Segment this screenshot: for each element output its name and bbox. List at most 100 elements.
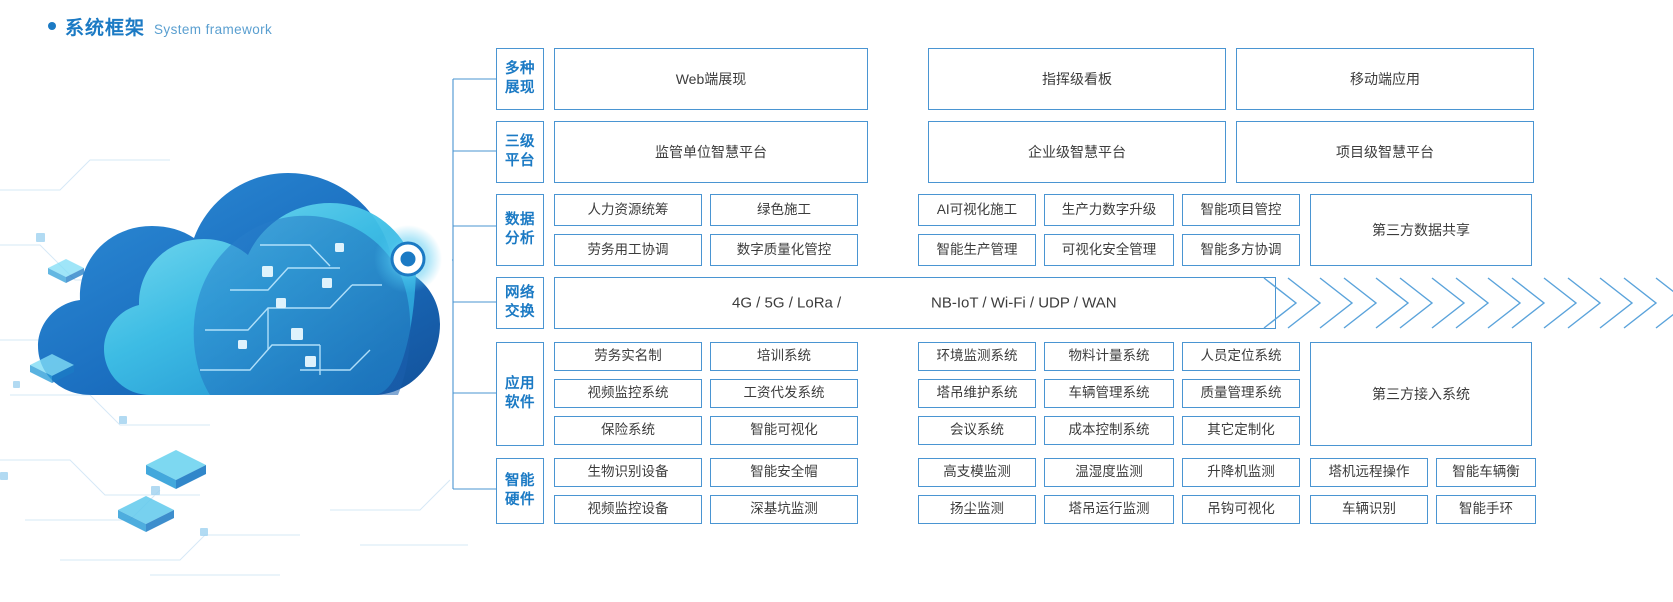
- group-row: 高支模监测 温湿度监测 升降机监测: [918, 458, 1300, 487]
- box-video-surveillance-system[interactable]: 视频监控系统: [554, 379, 702, 408]
- row-label-line-1: 数据: [505, 212, 535, 228]
- row-label-application-software: 应用 软件: [496, 342, 544, 446]
- row-body-application-software: 劳务实名制 培训系统 视频监控系统 工资代发系统 保险系统 智能可视化 环境监测…: [554, 342, 1662, 446]
- cloud-illustration-svg: [0, 159, 468, 576]
- row-network-exchange: 网络 交换 4G / 5G / LoRa / NB-IoT / Wi-Fi / …: [496, 277, 1673, 329]
- box-labor-coordination[interactable]: 劳务用工协调: [554, 234, 702, 266]
- group-row: 塔机远程操作 智能车辆衡: [1310, 458, 1536, 487]
- row-label-line-1: 三级: [505, 134, 535, 150]
- box-project-platform[interactable]: 项目级智慧平台: [1236, 121, 1534, 183]
- group-hardware-left: 生物识别设备 智能安全帽 视频监控设备 深基坑监测: [554, 458, 858, 524]
- group-row: 智能生产管理 可视化安全管理 智能多方协调: [918, 234, 1300, 266]
- group-row: 视频监控设备 深基坑监测: [554, 495, 858, 524]
- box-quality-management-system[interactable]: 质量管理系统: [1182, 379, 1300, 408]
- box-dust-monitoring[interactable]: 扬尘监测: [918, 495, 1036, 524]
- box-tower-crane-maintenance-system[interactable]: 塔吊维护系统: [918, 379, 1036, 408]
- group-application-right: 环境监测系统 物料计量系统 人员定位系统 塔吊维护系统 车辆管理系统 质量管理系…: [918, 342, 1300, 446]
- group-hardware-far: 塔机远程操作 智能车辆衡 车辆识别 智能手环: [1310, 458, 1536, 524]
- group-row: 塔吊维护系统 车辆管理系统 质量管理系统: [918, 379, 1300, 408]
- panel-third-party-data-sharing[interactable]: 第三方数据共享: [1310, 194, 1532, 266]
- group-row: 会议系统 成本控制系统 其它定制化: [918, 416, 1300, 445]
- group-hardware-right: 高支模监测 温湿度监测 升降机监测 扬尘监测 塔吊运行监测 吊钩可视化: [918, 458, 1300, 524]
- box-vehicle-management-system[interactable]: 车辆管理系统: [1044, 379, 1174, 408]
- box-biometric-device[interactable]: 生物识别设备: [554, 458, 702, 487]
- box-smart-visualization[interactable]: 智能可视化: [710, 416, 858, 445]
- network-chevrons: [1260, 277, 1673, 329]
- row-label-line-1: 多种: [505, 61, 535, 77]
- page-header: 系统框架 System framework: [48, 13, 272, 40]
- box-meeting-system[interactable]: 会议系统: [918, 416, 1036, 445]
- box-hr-coordination[interactable]: 人力资源统筹: [554, 194, 702, 226]
- group-data-analysis-left: 人力资源统筹 绿色施工 劳务用工协调 数字质量化管控: [554, 194, 858, 266]
- box-training-system[interactable]: 培训系统: [710, 342, 858, 371]
- row-body-network-exchange: 4G / 5G / LoRa / NB-IoT / Wi-Fi / UDP / …: [554, 277, 1673, 329]
- box-smart-project-control[interactable]: 智能项目管控: [1182, 194, 1300, 226]
- box-smart-wristband[interactable]: 智能手环: [1436, 495, 1536, 524]
- row-label-presentation: 多种 展现: [496, 48, 544, 110]
- box-material-metering-system[interactable]: 物料计量系统: [1044, 342, 1174, 371]
- network-text-left: 4G / 5G / LoRa /: [732, 294, 842, 312]
- row-application-software: 应用 软件 劳务实名制 培训系统 视频监控系统 工资代发系统 保险系统 智能可视…: [496, 342, 1662, 446]
- box-high-formwork-monitoring[interactable]: 高支模监测: [918, 458, 1036, 487]
- box-command-dashboard[interactable]: 指挥级看板: [928, 48, 1226, 110]
- box-enterprise-platform[interactable]: 企业级智慧平台: [928, 121, 1226, 183]
- network-band-box[interactable]: [554, 277, 1276, 329]
- group-row: 车辆识别 智能手环: [1310, 495, 1536, 524]
- box-digital-quality-control[interactable]: 数字质量化管控: [710, 234, 858, 266]
- row-label-data-analysis: 数据 分析: [496, 194, 544, 266]
- group-row: 环境监测系统 物料计量系统 人员定位系统: [918, 342, 1300, 371]
- box-temperature-humidity-monitoring[interactable]: 温湿度监测: [1044, 458, 1174, 487]
- row-presentation: 多种 展现 Web端展现 指挥级看板 移动端应用: [496, 48, 1662, 110]
- box-smart-multiparty-coordination[interactable]: 智能多方协调: [1182, 234, 1300, 266]
- row-label-line-1: 网络: [505, 285, 535, 301]
- group-data-analysis-right: AI可视化施工 生产力数字升级 智能项目管控 智能生产管理 可视化安全管理 智能…: [918, 194, 1300, 266]
- row-body-data-analysis: 人力资源统筹 绿色施工 劳务用工协调 数字质量化管控 AI可视化施工 生产力数字…: [554, 194, 1662, 266]
- connector-bracket: [452, 78, 496, 490]
- page-title: 系统框架: [65, 18, 146, 39]
- box-personnel-positioning-system[interactable]: 人员定位系统: [1182, 342, 1300, 371]
- group-application-left: 劳务实名制 培训系统 视频监控系统 工资代发系统 保险系统 智能可视化: [554, 342, 858, 446]
- box-smart-safety-helmet[interactable]: 智能安全帽: [710, 458, 858, 487]
- box-deep-foundation-pit-monitoring[interactable]: 深基坑监测: [710, 495, 858, 524]
- row-smart-hardware: 智能 硬件 生物识别设备 智能安全帽 视频监控设备 深基坑监测 高支: [496, 458, 1662, 524]
- row-data-analysis: 数据 分析 人力资源统筹 绿色施工 劳务用工协调 数字质量化管控 A: [496, 194, 1662, 266]
- group-row: 保险系统 智能可视化: [554, 416, 858, 445]
- box-tower-crane-operation-monitoring[interactable]: 塔吊运行监测: [1044, 495, 1174, 524]
- row-label-line-1: 智能: [505, 473, 535, 489]
- row-label-network-exchange: 网络 交换: [496, 277, 544, 329]
- group-row: AI可视化施工 生产力数字升级 智能项目管控: [918, 194, 1300, 226]
- box-insurance-system[interactable]: 保险系统: [554, 416, 702, 445]
- group-row: 视频监控系统 工资代发系统: [554, 379, 858, 408]
- box-vehicle-recognition[interactable]: 车辆识别: [1310, 495, 1428, 524]
- box-ai-visual-construction[interactable]: AI可视化施工: [918, 194, 1036, 226]
- box-hook-visualization[interactable]: 吊钩可视化: [1182, 495, 1300, 524]
- box-other-customization[interactable]: 其它定制化: [1182, 416, 1300, 445]
- system-framework-diagram: 多种 展现 Web端展现 指挥级看板 移动端应用 三级 平台 监管单位智慧平台 …: [452, 48, 1673, 568]
- box-elevator-monitoring[interactable]: 升降机监测: [1182, 458, 1300, 487]
- row-body-smart-hardware: 生物识别设备 智能安全帽 视频监控设备 深基坑监测 高支模监测 温湿度监测 升降…: [554, 458, 1662, 524]
- box-web-presentation[interactable]: Web端展现: [554, 48, 868, 110]
- row-label-smart-hardware: 智能 硬件: [496, 458, 544, 524]
- row-label-line-2: 硬件: [505, 492, 535, 508]
- box-environment-monitoring-system[interactable]: 环境监测系统: [918, 342, 1036, 371]
- row-label-line-2: 平台: [505, 153, 535, 169]
- group-row: 生物识别设备 智能安全帽: [554, 458, 858, 487]
- box-regulator-platform[interactable]: 监管单位智慧平台: [554, 121, 868, 183]
- box-visual-safety-management[interactable]: 可视化安全管理: [1044, 234, 1174, 266]
- box-smart-production-management[interactable]: 智能生产管理: [918, 234, 1036, 266]
- network-band: 4G / 5G / LoRa / NB-IoT / Wi-Fi / UDP / …: [554, 277, 1673, 329]
- box-payroll-agency-system[interactable]: 工资代发系统: [710, 379, 858, 408]
- page-subtitle: System framework: [154, 22, 273, 37]
- row-label-line-1: 应用: [505, 376, 535, 392]
- box-cost-control-system[interactable]: 成本控制系统: [1044, 416, 1174, 445]
- box-mobile-app[interactable]: 移动端应用: [1236, 48, 1534, 110]
- chevron-arrow-group-icon: [1263, 277, 1673, 329]
- box-smart-truck-scale[interactable]: 智能车辆衡: [1436, 458, 1536, 487]
- panel-third-party-access-system[interactable]: 第三方接入系统: [1310, 342, 1532, 446]
- box-green-construction[interactable]: 绿色施工: [710, 194, 858, 226]
- box-labor-real-name-system[interactable]: 劳务实名制: [554, 342, 702, 371]
- box-video-surveillance-device[interactable]: 视频监控设备: [554, 495, 702, 524]
- box-productivity-digital-upgrade[interactable]: 生产力数字升级: [1044, 194, 1174, 226]
- box-tower-crane-remote-operation[interactable]: 塔机远程操作: [1310, 458, 1428, 487]
- row-body-presentation: Web端展现 指挥级看板 移动端应用: [554, 48, 1662, 110]
